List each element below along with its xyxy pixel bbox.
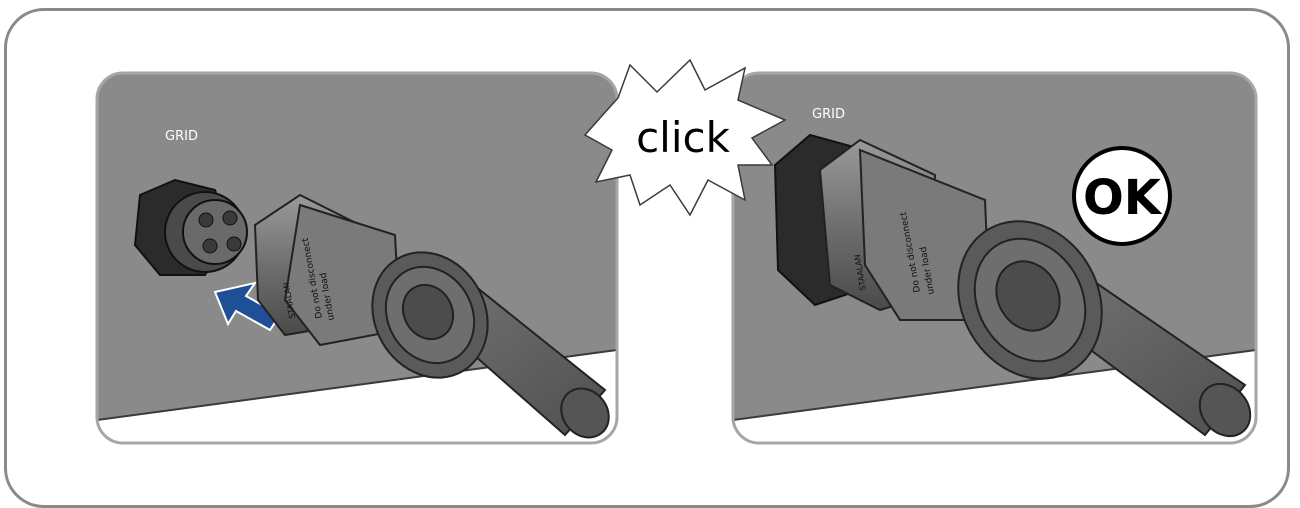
illustration: GRID Do not disconnect under load: [0, 0, 1300, 491]
ok-badge: OK: [1074, 148, 1170, 244]
port-label: GRID: [812, 107, 845, 122]
click-label: click: [636, 113, 731, 162]
panel-before: GRID Do not disconnect under load: [97, 73, 619, 447]
ok-badge-text: OK: [1083, 170, 1163, 226]
port-label: GRID: [165, 129, 198, 144]
panel-after: GRID Do not disconnect under load STAALA…: [733, 73, 1261, 446]
